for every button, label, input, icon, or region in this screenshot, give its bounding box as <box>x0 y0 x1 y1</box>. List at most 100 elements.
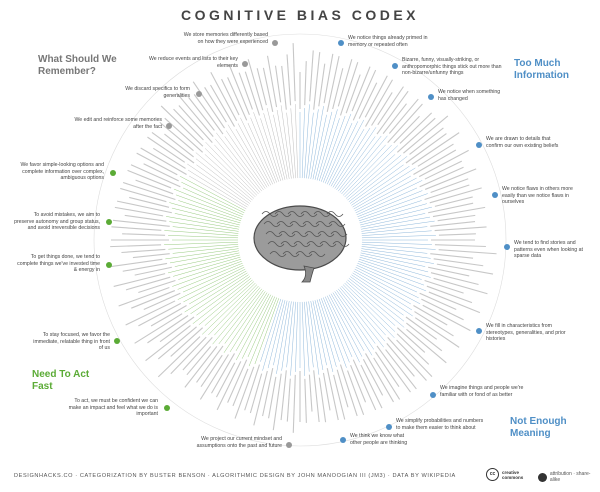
spoke-line <box>330 293 365 351</box>
spoke-line <box>308 109 319 179</box>
bias-label-tick <box>414 317 460 348</box>
bucket-find-stories: We tend to find stories and patterns eve… <box>514 240 583 259</box>
bias-label-tick <box>173 108 204 141</box>
bucket-fill-stereotypes-dot <box>476 328 482 334</box>
bias-label-tick <box>365 79 393 127</box>
bias-label-tick <box>430 253 474 259</box>
spoke-line <box>273 114 288 180</box>
bias-label-tick <box>405 133 447 164</box>
bias-label-tick <box>347 370 365 415</box>
spoke-line <box>172 226 239 234</box>
bias-label-tick <box>143 292 181 311</box>
bias-label-tick <box>362 358 384 396</box>
spoke-line <box>173 256 241 277</box>
bucket-notice-flaws-dot <box>492 192 498 198</box>
spoke-line <box>336 136 376 190</box>
spoke-line <box>173 188 243 217</box>
spoke-line <box>304 301 310 372</box>
bias-label-tick <box>418 149 469 178</box>
spoke-line <box>314 111 333 180</box>
bias-label-tick <box>437 214 476 222</box>
spoke-line <box>357 190 423 217</box>
spoke-line <box>306 301 314 368</box>
bias-label-tick <box>122 233 166 236</box>
bias-label-tick <box>157 326 197 360</box>
bias-label-tick <box>286 378 291 422</box>
bias-label-tick <box>360 364 383 409</box>
bias-label-tick <box>438 233 476 236</box>
spoke-line <box>361 246 428 254</box>
spoke-line <box>328 294 363 357</box>
spoke-line <box>358 193 428 220</box>
bias-label-tick <box>434 196 473 207</box>
bias-label-tick <box>396 339 433 378</box>
bucket-fill-stereotypes: We fill in characteristics from stereoty… <box>486 323 566 342</box>
spoke-line <box>323 113 352 183</box>
spoke-line <box>304 104 310 179</box>
brain-gyrus <box>291 231 309 237</box>
bucket-imagine-familiar-dot <box>430 392 436 398</box>
spoke-line <box>353 270 411 305</box>
spoke-line <box>325 296 353 358</box>
spoke-line <box>247 122 275 184</box>
spoke-line <box>214 285 259 336</box>
bucket-project-mindset-dot <box>286 442 292 448</box>
spoke-line <box>276 301 290 374</box>
bias-label-tick <box>178 105 213 144</box>
spoke-line <box>204 154 255 199</box>
spoke-line <box>182 265 244 293</box>
bucket-favor-simple: We favor simple-looking options and comp… <box>20 162 104 181</box>
spoke-line <box>168 235 239 239</box>
bias-label-tick <box>227 359 248 403</box>
bias-label-tick <box>326 368 339 421</box>
spoke-line <box>167 254 240 274</box>
brain-gyrus <box>267 241 285 247</box>
brain-gyrus <box>265 231 283 237</box>
spoke-line <box>174 213 240 228</box>
bias-label-tick <box>417 143 454 167</box>
brain-gyrus <box>263 221 281 227</box>
bias-label-tick <box>160 105 204 147</box>
spoke-line <box>178 258 242 280</box>
spoke-line <box>339 287 386 342</box>
spoke-line <box>361 241 432 245</box>
spoke-line <box>218 288 263 345</box>
spoke-line <box>190 274 249 315</box>
spoke-line <box>196 164 250 204</box>
bucket-reduce-events-dot <box>242 61 248 67</box>
bias-label-tick <box>352 69 377 121</box>
bias-label-tick <box>112 219 170 227</box>
spoke-line <box>177 266 245 300</box>
bias-label-tick <box>132 253 170 259</box>
bias-label-tick <box>262 368 274 417</box>
spoke-line <box>295 104 299 179</box>
bias-label-tick <box>322 372 331 411</box>
bias-label-tick <box>364 75 388 118</box>
bias-label-tick <box>118 287 170 307</box>
bias-label-tick <box>430 272 479 286</box>
spoke-line <box>318 298 340 362</box>
bias-label-tick <box>436 263 494 275</box>
bias-label-tick <box>184 346 218 388</box>
spoke-line <box>354 177 417 212</box>
spoke-line <box>260 118 282 182</box>
bias-label-tick <box>396 333 430 365</box>
bias-label-tick <box>409 127 444 155</box>
spoke-line <box>361 235 436 239</box>
bias-label-tick <box>147 315 189 344</box>
spoke-line <box>195 152 253 201</box>
spoke-line <box>354 268 421 305</box>
spoke-line <box>189 175 247 210</box>
bucket-reduce-events: We reduce events and lists to their key … <box>148 56 238 69</box>
bias-label-tick <box>376 345 411 393</box>
bias-label-tick <box>159 121 194 152</box>
spoke-line <box>267 300 286 369</box>
license-badge: attribution · share-alike <box>538 471 600 483</box>
bias-label-tick <box>323 53 334 104</box>
spoke-line <box>337 288 384 348</box>
spoke-line <box>326 295 360 363</box>
spoke-line <box>348 277 405 322</box>
spoke-line <box>182 187 244 215</box>
bucket-store-memories: We store memories differently based on h… <box>183 32 268 45</box>
